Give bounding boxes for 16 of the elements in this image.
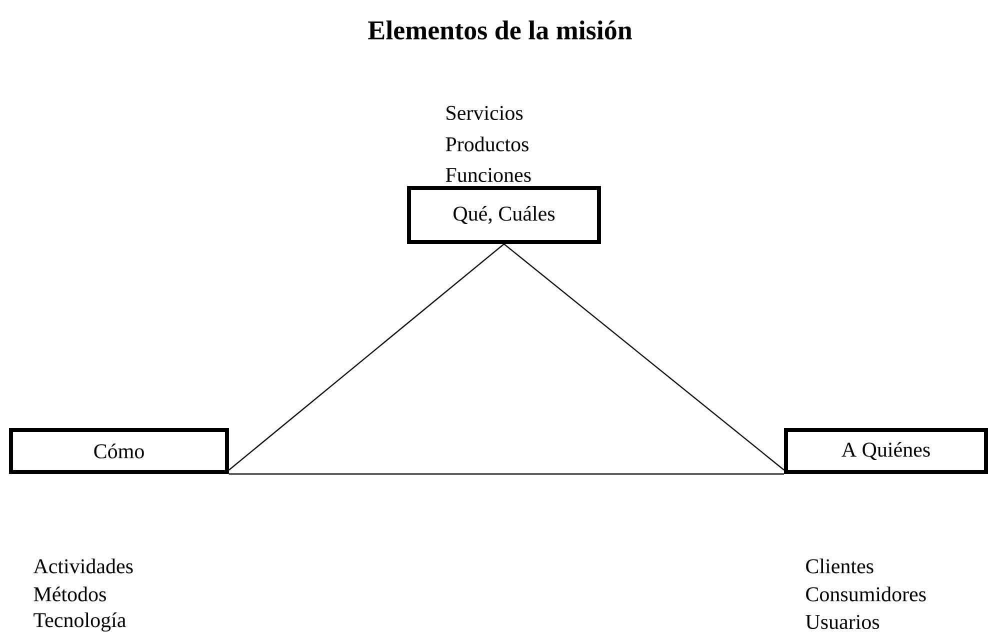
label-box: Qué, Cuáles [407, 186, 601, 244]
list-item: Clientes [806, 558, 874, 574]
list-item: Funciones [446, 168, 531, 182]
connector-line [229, 473, 784, 475]
list-item: Métodos [34, 586, 106, 602]
label-box: Cómo [9, 428, 229, 474]
list-item: Productos [446, 136, 528, 152]
list-item: Usuarios [806, 614, 880, 630]
list-item: Tecnología [34, 612, 126, 632]
title: Elementos de la misión [368, 20, 632, 40]
list-item: Consumidores [806, 586, 926, 602]
list-item: Actividades [33, 558, 133, 574]
label-box: A Quiénes [784, 428, 988, 474]
connector-line [504, 244, 784, 470]
connector-line [228, 244, 504, 470]
list-item: Servicios [446, 106, 523, 120]
